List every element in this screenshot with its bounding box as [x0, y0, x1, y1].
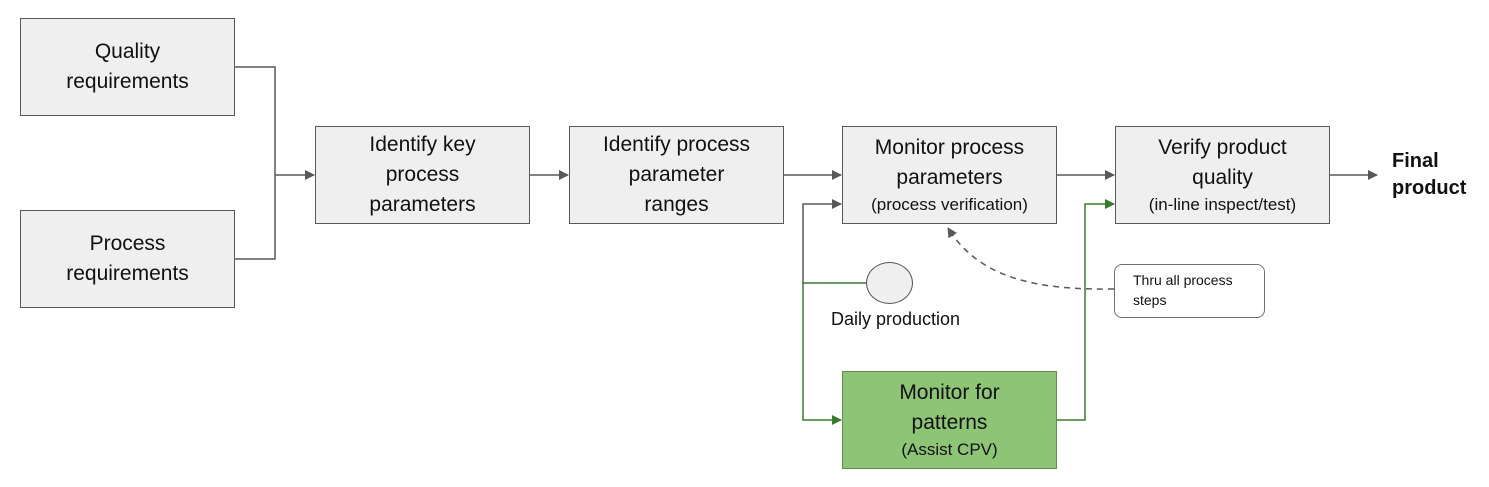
box-label-line: requirements	[66, 70, 189, 93]
connector-quality-to-merge	[235, 66, 276, 260]
box-label-line: parameters	[896, 166, 1003, 189]
identify-parameter-ranges-box: Identify process parameter ranges	[569, 126, 784, 224]
final-product-line: product	[1392, 177, 1467, 199]
box-label-line: Quality	[94, 40, 161, 63]
box-label-line: Identify process	[602, 133, 751, 156]
box-label-line: parameter	[628, 163, 725, 186]
box-label-line: requirements	[66, 262, 189, 285]
quality-requirements-box: Quality requirements	[20, 18, 235, 116]
verify-product-quality-box: Verify product quality (in-line inspect/…	[1115, 126, 1330, 224]
box-label-line: Monitor for	[899, 381, 1000, 404]
process-requirements-box: Process requirements	[20, 210, 235, 308]
daily-production-circle	[866, 262, 913, 304]
box-sublabel: (process verification)	[871, 195, 1028, 214]
identify-key-parameters-box: Identify key process parameters	[315, 126, 530, 224]
box-label-line: patterns	[911, 411, 988, 434]
monitor-for-patterns-box: Monitor for patterns (Assist CPV)	[842, 371, 1057, 469]
callout-pointer	[947, 227, 1115, 290]
box-label-line: Verify product	[1158, 136, 1287, 159]
box-sublabel: (Assist CPV)	[901, 440, 998, 459]
box-label-line: process	[385, 163, 460, 186]
box-label-line: ranges	[644, 193, 709, 216]
thru-all-steps-callout: Thru all process steps	[1114, 264, 1265, 318]
box-label-line: Identify key	[369, 133, 476, 156]
final-product-label: Final product	[1392, 148, 1466, 202]
box-label-line: Process	[89, 232, 166, 255]
callout-line: Thru all process	[1133, 272, 1233, 288]
box-sublabel: (in-line inspect/test)	[1148, 195, 1297, 214]
box-label-line: quality	[1192, 166, 1253, 189]
final-product-line: Final	[1392, 150, 1439, 172]
callout-line: steps	[1133, 292, 1167, 308]
box-label-line: parameters	[369, 193, 476, 216]
green-branch-to-patterns	[802, 282, 866, 425]
monitor-process-parameters-box: Monitor process parameters (process veri…	[842, 126, 1057, 224]
green-patterns-to-verify	[1057, 199, 1115, 421]
arrow-branch-to-monitor	[802, 199, 842, 283]
box-label-line: Monitor process	[874, 136, 1025, 159]
daily-production-label: Daily production	[831, 309, 961, 329]
